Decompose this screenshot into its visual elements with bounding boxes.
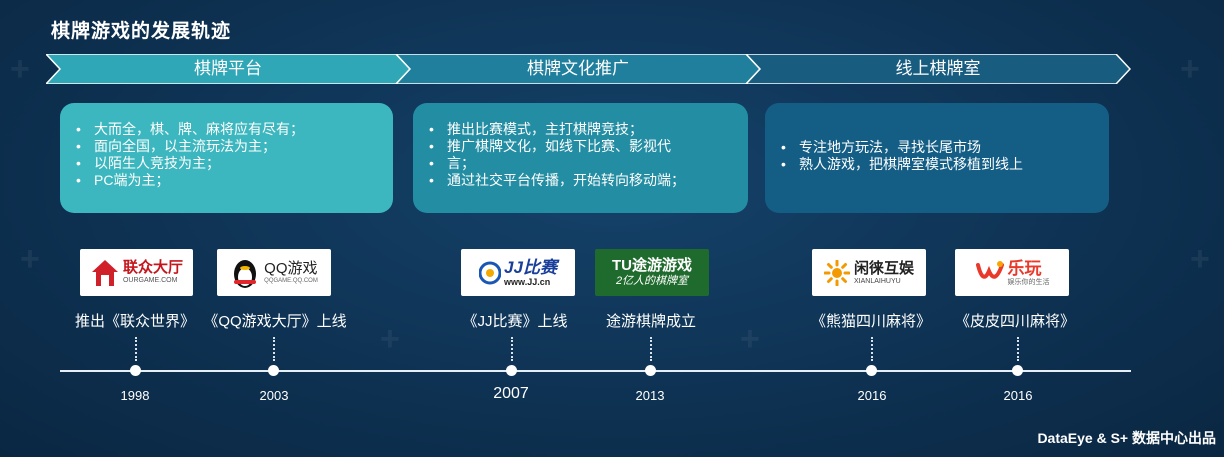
event-label: 《QQ游戏大厅》上线 bbox=[203, 313, 347, 330]
logo-text: QQ游戏 bbox=[264, 260, 318, 277]
logo-xianlai: 闲徕互娱 XIANLAIHUYU bbox=[812, 249, 926, 296]
connector bbox=[511, 337, 513, 361]
event-label: 《皮皮四川麻将》 bbox=[954, 313, 1075, 330]
list-item: 专注地方玩法，寻找长尾市场 bbox=[779, 139, 1095, 156]
list-item: 面向全国，以主流玩法为主； bbox=[74, 138, 379, 155]
connector bbox=[1017, 337, 1019, 361]
watermark: + bbox=[380, 320, 400, 358]
connector bbox=[871, 337, 873, 361]
logo-subtext: 2亿人的棋牌室 bbox=[615, 275, 689, 287]
timeline-dot bbox=[1012, 365, 1023, 376]
year-label: 1998 bbox=[120, 388, 150, 403]
logo-subtext: 娱乐你的生活 bbox=[1007, 278, 1050, 286]
jj-icon bbox=[479, 261, 502, 284]
timeline-dot bbox=[268, 365, 279, 376]
sun-icon bbox=[823, 259, 850, 286]
logo-subtext: OURGAME.COM bbox=[122, 277, 178, 284]
connector bbox=[135, 337, 137, 361]
logo-text: TU途游游戏 bbox=[612, 257, 692, 274]
logo-text: 联众大厅 bbox=[122, 259, 183, 276]
stage-label: 棋牌文化推广 bbox=[527, 59, 629, 78]
footer-credit: DataEye & S+ 数据中心出品 bbox=[1037, 430, 1216, 446]
stage-box: 大而全，棋、牌、麻将应有尽有； 面向全国，以主流玩法为主； 以陌生人竞技为主； … bbox=[60, 103, 393, 213]
event-label: 推出《联众世界》 bbox=[74, 313, 195, 330]
w-icon bbox=[975, 260, 1004, 279]
year-label: 2013 bbox=[635, 388, 665, 403]
list-item: 通过社交平台传播，开始转向移动端； bbox=[427, 172, 734, 189]
logo-text: 闲徕互娱 bbox=[853, 259, 914, 277]
logo-lewan: 乐玩 娱乐你的生活 bbox=[955, 249, 1069, 296]
watermark: + bbox=[20, 240, 40, 278]
watermark: + bbox=[1190, 240, 1210, 278]
logo-tuyou: TU途游游戏 2亿人的棋牌室 bbox=[595, 249, 709, 296]
year-label: 2007 bbox=[493, 385, 529, 402]
logo-lianzhong: 联众大厅 OURGAME.COM bbox=[80, 249, 193, 296]
penguin-icon bbox=[234, 259, 257, 288]
year-label: 2016 bbox=[857, 388, 887, 403]
logo-text: 乐玩 bbox=[1007, 258, 1042, 278]
stage-label: 线上棋牌室 bbox=[895, 59, 981, 78]
list-item: 推广棋牌文化，如线下比赛、影视代 bbox=[427, 138, 734, 155]
list-item: PC端为主； bbox=[74, 172, 379, 189]
list-item: 以陌生人竞技为主； bbox=[74, 155, 379, 172]
stage-banner: 棋牌平台 棋牌文化推广 线上棋牌室 bbox=[46, 54, 1131, 84]
watermark: + bbox=[10, 50, 30, 88]
list-item: 推出比赛模式，主打棋牌竞技； bbox=[427, 121, 734, 138]
stage-arrows bbox=[46, 54, 1131, 84]
logo-subtext: www.JJ.cn bbox=[504, 277, 551, 287]
watermark: + bbox=[1180, 50, 1200, 88]
timeline-dot bbox=[506, 365, 517, 376]
timeline-dot bbox=[130, 365, 141, 376]
logo-jj: JJ比赛 www.JJ.cn bbox=[461, 249, 575, 296]
page-title: 棋牌游戏的发展轨迹 bbox=[51, 21, 232, 42]
stage-box: 专注地方玩法，寻找长尾市场 熟人游戏，把棋牌室模式移植到线上 bbox=[765, 103, 1109, 213]
list-item: 熟人游戏，把棋牌室模式移植到线上 bbox=[779, 156, 1095, 173]
house-icon bbox=[91, 259, 118, 286]
logo-qqgame: QQ游戏 QQGAME.QQ.COM bbox=[217, 249, 331, 296]
logo-subtext: XIANLAIHUYU bbox=[853, 277, 901, 285]
list-item: 言； bbox=[427, 155, 734, 172]
year-label: 2003 bbox=[259, 388, 289, 403]
timeline-dot bbox=[645, 365, 656, 376]
timeline-axis bbox=[60, 370, 1131, 372]
connector bbox=[650, 337, 652, 361]
watermark: + bbox=[740, 320, 760, 358]
event-label: 《熊猫四川麻将》 bbox=[810, 313, 931, 330]
timeline-dot bbox=[866, 365, 877, 376]
list-item: 大而全，棋、牌、麻将应有尽有； bbox=[74, 121, 379, 138]
connector bbox=[273, 337, 275, 361]
stage-label: 棋牌平台 bbox=[194, 59, 262, 78]
stage-box: 推出比赛模式，主打棋牌竞技； 推广棋牌文化，如线下比赛、影视代 言； 通过社交平… bbox=[413, 103, 748, 213]
logo-text: JJ比赛 bbox=[504, 258, 557, 277]
event-label: 《JJ比赛》上线 bbox=[462, 313, 568, 330]
year-label: 2016 bbox=[1003, 388, 1033, 403]
logo-subtext: QQGAME.QQ.COM bbox=[264, 278, 318, 284]
event-label: 途游棋牌成立 bbox=[605, 313, 696, 330]
